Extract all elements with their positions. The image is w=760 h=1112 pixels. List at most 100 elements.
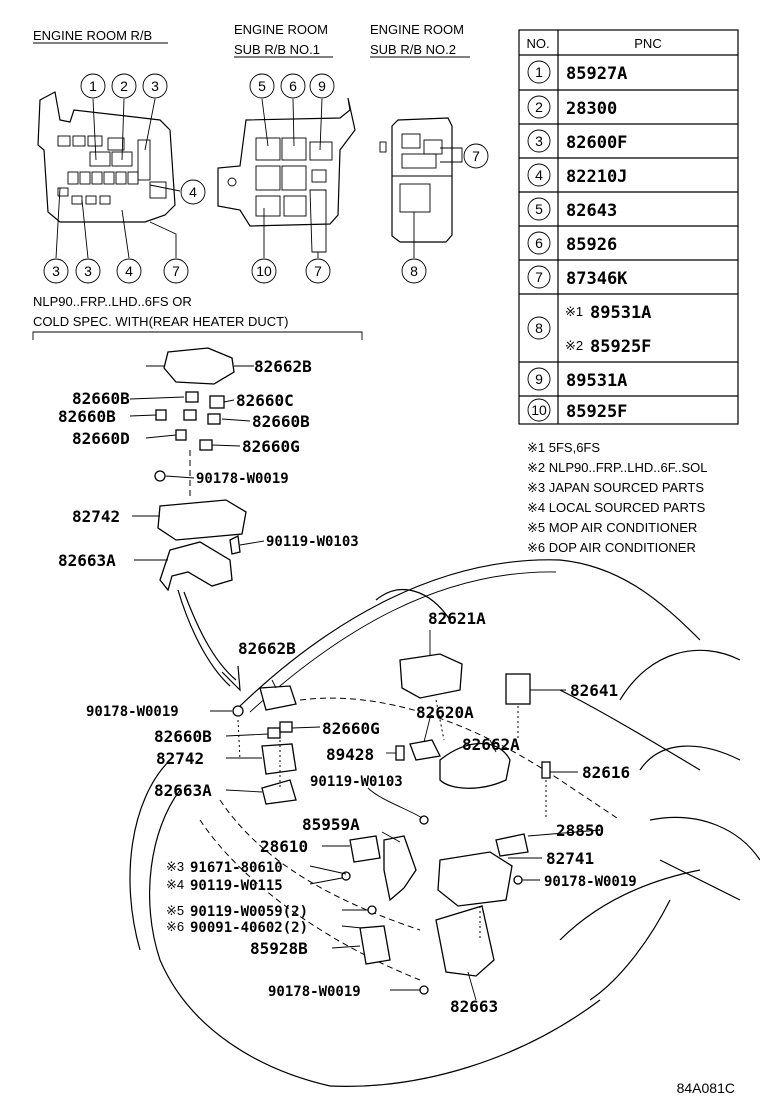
part-label-85928b: 85928B — [250, 939, 308, 958]
table-row-pnc: 85925F — [566, 402, 627, 422]
part-label-82621a: 82621A — [428, 609, 486, 628]
table-row-no: 5 — [535, 201, 543, 217]
rb-callout-3: 3 — [151, 78, 159, 94]
part-label-82662a: 82662A — [462, 735, 520, 754]
part-label-90091: 90091-40602(2) — [190, 920, 308, 936]
sub2-callout-8: 8 — [410, 263, 418, 279]
part-label-82662b-lower: 82662B — [238, 639, 296, 658]
notes-list: ※1 5FS,6FS ※2 NLP90..FRP..LHD..6F..SOL ※… — [527, 440, 707, 555]
part-label-91671: 91671-80610 — [190, 860, 283, 876]
sub2-callouts: 7 8 — [401, 143, 489, 284]
part-label-82660b-3: 82660B — [252, 412, 310, 431]
part-label-82660b-4: 82660B — [154, 727, 212, 746]
part-label-28850: 28850 — [556, 821, 604, 840]
header-sub-rb-no2-line1: ENGINE ROOM — [370, 22, 464, 37]
sub1-callout-10: 10 — [256, 263, 272, 279]
lower-parts — [232, 653, 551, 995]
note-item: ※6 DOP AIR CONDITIONER — [527, 540, 696, 555]
sub1-callout-7: 7 — [314, 263, 322, 279]
sub1-callout-9: 9 — [318, 78, 326, 94]
upper-parts — [154, 347, 254, 592]
install-arrow — [183, 591, 237, 681]
rb-callout-2: 2 — [120, 78, 128, 94]
part-label-82616: 82616 — [582, 763, 630, 782]
note-item: ※2 NLP90..FRP..LHD..6F..SOL — [527, 460, 707, 475]
condition-line1: NLP90..FRP..LHD..6FS OR — [33, 294, 192, 309]
table-row-no: 2 — [535, 99, 543, 115]
part-mark-5: ※5 — [166, 903, 184, 918]
part-label-90119-w0059: 90119-W0059(2) — [190, 904, 308, 920]
part-label-82660b-2: 82660B — [58, 407, 116, 426]
note-item: ※5 MOP AIR CONDITIONER — [527, 520, 697, 535]
part-label-82741: 82741 — [546, 849, 594, 868]
table-header-no: NO. — [526, 36, 549, 51]
table-header-pnc: PNC — [634, 36, 661, 51]
table-row-no: 6 — [535, 235, 543, 251]
rb-callout-3-bottom-b: 3 — [84, 263, 92, 279]
table-row-no: 10 — [531, 402, 547, 418]
table-row-mark: ※2 — [565, 338, 583, 353]
table-row-mark: ※1 — [565, 304, 583, 319]
part-label-82663: 82663 — [450, 997, 498, 1016]
part-mark-6: ※6 — [166, 919, 184, 934]
header-engine-room-rb: ENGINE ROOM R/B — [33, 28, 152, 43]
sub-rb-no1-sketch — [217, 97, 356, 253]
table-row-no: 9 — [535, 371, 543, 387]
engine-room-rb-sketch — [37, 91, 176, 223]
part-label-82662b-upper: 82662B — [254, 357, 312, 376]
header-sub-rb-no1-line1: ENGINE ROOM — [234, 22, 328, 37]
sub1-callout-6: 6 — [289, 78, 297, 94]
note-item: ※1 5FS,6FS — [527, 440, 600, 455]
condition-bracket — [32, 331, 363, 340]
rb-callout-4-right: 4 — [189, 184, 197, 200]
drawing-code: 84A081C — [677, 1080, 735, 1096]
table-row-pnc: 82600F — [566, 133, 627, 153]
table-row-pnc: 82643 — [566, 201, 617, 221]
part-label-90119-2: 90119-W0103 — [310, 774, 403, 790]
part-label-82660d: 82660D — [72, 429, 130, 448]
part-label-28610: 28610 — [260, 837, 308, 856]
rb-callout-3-bottom-a: 3 — [52, 263, 60, 279]
table-row-pnc: 28300 — [566, 99, 617, 119]
part-mark-3: ※3 — [166, 859, 184, 874]
part-label-90119-1: 90119-W0103 — [266, 534, 359, 550]
note-item: ※4 LOCAL SOURCED PARTS — [527, 500, 706, 515]
part-label-82660g-2: 82660G — [322, 719, 380, 738]
part-mark-4: ※4 — [166, 877, 184, 892]
part-label-89428: 89428 — [326, 745, 374, 764]
table-row-pnc: 82210J — [566, 167, 627, 187]
rb-callout-4-bottom: 4 — [125, 263, 133, 279]
part-label-82660b-1: 82660B — [72, 389, 130, 408]
table-row-pnc: 87346K — [566, 269, 628, 289]
table-row-pnc: 85926 — [566, 235, 617, 255]
table-row-no: 4 — [535, 167, 543, 183]
header-sub-rb-no1-line2: SUB R/B NO.1 — [234, 42, 320, 57]
part-label-82641: 82641 — [570, 681, 618, 700]
note-item: ※3 JAPAN SOURCED PARTS — [527, 480, 704, 495]
rb-callout-1: 1 — [89, 78, 97, 94]
table-row-pnc: 89531A — [590, 303, 651, 323]
table-row-pnc: 85925F — [590, 337, 651, 357]
sub1-callout-5: 5 — [258, 78, 266, 94]
table-row-no: 7 — [535, 269, 543, 285]
rb-callout-7-bottom: 7 — [172, 263, 180, 279]
table-row-pnc: 85927A — [566, 64, 627, 84]
part-label-82742-1: 82742 — [72, 507, 120, 526]
condition-line2: COLD SPEC. WITH(REAR HEATER DUCT) — [33, 314, 288, 329]
rb-callouts: 1 2 3 4 3 3 4 7 — [43, 73, 206, 284]
vehicle-body-outline — [129, 559, 760, 1087]
part-label-82660g-1: 82660G — [242, 437, 300, 456]
part-label-82663a-1: 82663A — [58, 551, 116, 570]
sub2-callout-7: 7 — [472, 148, 480, 164]
part-label-90178-1: 90178-W0019 — [196, 471, 289, 487]
part-label-90178-2: 90178-W0019 — [86, 704, 179, 720]
sub1-callouts: 5 6 9 10 7 — [249, 73, 335, 284]
part-label-90119-w0115: 90119-W0115 — [190, 878, 283, 894]
part-label-90178-3: 90178-W0019 — [544, 874, 637, 890]
part-label-82742-2: 82742 — [156, 749, 204, 768]
part-label-85959a: 85959A — [302, 815, 360, 834]
part-label-82620a: 82620A — [416, 703, 474, 722]
pnc-table: NO. PNC 1 85927A 2 28300 3 82600F 4 8221… — [518, 29, 739, 425]
part-label-90178-4: 90178-W0019 — [268, 984, 361, 1000]
